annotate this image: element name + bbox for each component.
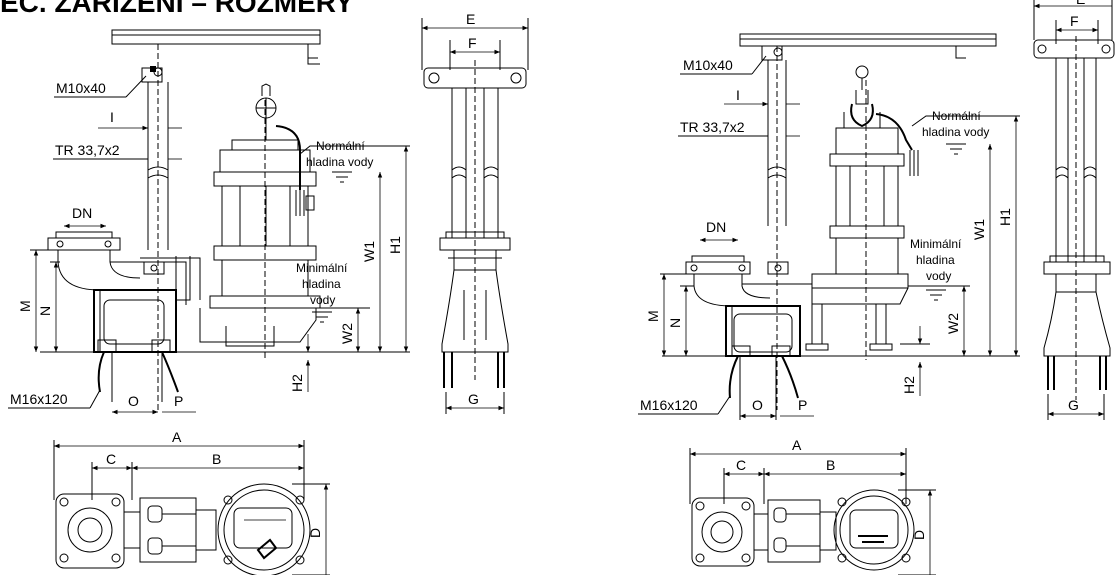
label-r-d: D bbox=[911, 530, 927, 540]
label-dn: DN bbox=[72, 205, 92, 221]
label-min-2: hladina bbox=[302, 277, 341, 291]
right-plan-view: A C B D bbox=[689, 437, 936, 575]
label-g: G bbox=[468, 391, 479, 407]
label-r-a: A bbox=[792, 437, 802, 453]
label-r-e: E bbox=[1076, 0, 1085, 7]
label-min-3: vody bbox=[310, 293, 335, 307]
label-m: M bbox=[17, 300, 33, 312]
label-w1: W1 bbox=[361, 241, 377, 262]
label-normal-2: hladina vody bbox=[306, 155, 373, 169]
label-r-w1: W1 bbox=[971, 219, 987, 240]
label-p: P bbox=[174, 393, 183, 409]
left-side-view: E F G bbox=[421, 11, 529, 414]
left-front-view: M10x40 I TR 33,7x2 DN bbox=[8, 29, 410, 415]
label-f: F bbox=[468, 35, 477, 51]
right-front-view: M10x40 I TR 33,7x2 DN bbox=[638, 33, 1020, 420]
label-r-min-1: Minimální bbox=[910, 237, 962, 251]
label-d: D bbox=[307, 528, 323, 538]
label-r-h2: H2 bbox=[901, 376, 917, 394]
label-r-tr: TR 33,7x2 bbox=[680, 119, 745, 135]
label-r-n: N bbox=[667, 318, 683, 328]
left-plan-view: A C B D bbox=[53, 429, 330, 575]
label-w2: W2 bbox=[339, 323, 355, 344]
label-r-m16x120: M16x120 bbox=[640, 397, 698, 413]
label-r-m10x40: M10x40 bbox=[683, 57, 733, 73]
label-a: A bbox=[172, 429, 182, 445]
label-m10x40: M10x40 bbox=[56, 80, 106, 96]
label-n: N bbox=[37, 306, 53, 316]
label-r-dn: DN bbox=[706, 219, 726, 235]
label-r-f: F bbox=[1070, 13, 1079, 29]
page-title: EC. ZAŘÍZENÍ – ROZMĚRY bbox=[0, 0, 354, 18]
label-r-g: G bbox=[1068, 397, 1079, 413]
label-m16x120: M16x120 bbox=[10, 391, 68, 407]
label-r-i: I bbox=[736, 87, 740, 103]
label-r-min-3: vody bbox=[926, 269, 951, 283]
label-e: E bbox=[466, 11, 475, 27]
label-r-b: B bbox=[826, 457, 835, 473]
label-c: C bbox=[106, 451, 116, 467]
label-r-m: M bbox=[645, 310, 661, 322]
label-r-min-2: hladina bbox=[916, 253, 955, 267]
label-h2: H2 bbox=[289, 374, 305, 392]
label-i: I bbox=[110, 109, 114, 125]
label-r-h1: H1 bbox=[997, 208, 1013, 226]
label-r-normal-2: hladina vody bbox=[922, 125, 989, 139]
label-o: O bbox=[128, 393, 139, 409]
right-side-view: E F G bbox=[1033, 0, 1115, 420]
label-r-o: O bbox=[752, 397, 763, 413]
label-min-1: Minimální bbox=[296, 261, 348, 275]
label-h1: H1 bbox=[387, 236, 403, 254]
label-r-c: C bbox=[736, 457, 746, 473]
label-tr: TR 33,7x2 bbox=[55, 142, 120, 158]
label-r-p: P bbox=[798, 397, 807, 413]
label-b: B bbox=[212, 451, 221, 467]
label-r-w2: W2 bbox=[945, 313, 961, 334]
